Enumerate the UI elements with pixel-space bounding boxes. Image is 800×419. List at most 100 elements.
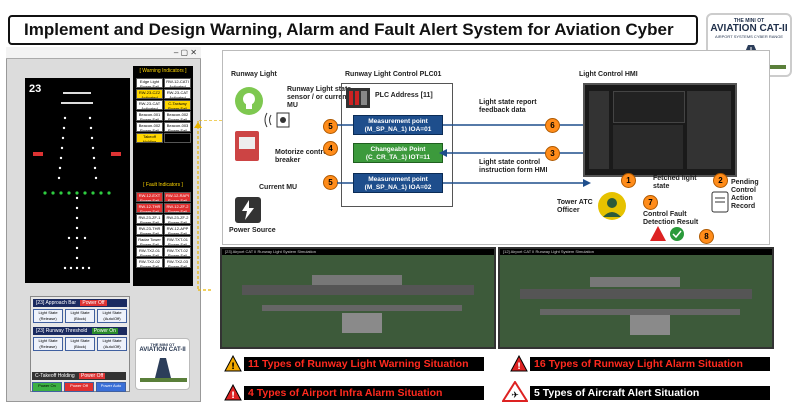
step-8-badge: 8 bbox=[699, 229, 714, 244]
threshold-release-button[interactable]: Light State (Release) bbox=[33, 337, 63, 351]
plc-title: Runway Light Control PLC01 bbox=[345, 71, 442, 78]
threshold-status: Power On bbox=[91, 328, 118, 334]
fault-indicator: RW-23-ZF-1 Power Fail bbox=[136, 214, 163, 224]
warning-triangle-icon: ! bbox=[224, 355, 242, 372]
hmi-title: Light Control HMI bbox=[579, 71, 638, 78]
approach-release-button[interactable]: Light State (Release) bbox=[33, 309, 63, 323]
warning-indicator: Beacon-002 Power Fail bbox=[136, 122, 163, 132]
runway-lights-graphic bbox=[33, 92, 121, 270]
fault-indicator: RW-TXT-02 Power Fail bbox=[164, 247, 191, 257]
pending-label: Pending Control Action Record bbox=[731, 179, 759, 210]
fault-indicators-header: [ Fault Indicators ] bbox=[143, 182, 183, 188]
right-map-caption: [12] Airport CAT II Runway Light System … bbox=[500, 249, 772, 255]
warning-indicator: Edge Light Power Fail bbox=[136, 78, 163, 88]
measurement-point-1: Measurement point (M_SP_NA_1) IOA=01 bbox=[353, 115, 443, 135]
hmi-panel-top bbox=[613, 91, 685, 123]
warning-indicator: Beacon-003 Power Fail bbox=[164, 122, 191, 132]
fault-indicator: RW-TX2-02 Power Fail bbox=[136, 258, 163, 268]
right-airport-map: [12] Airport CAT II Runway Light System … bbox=[498, 247, 774, 349]
logo-sub-text: AIRPORT SYSTEMS CYBER RANGE bbox=[714, 34, 784, 39]
page-title: Implement and Design Warning, Alarm and … bbox=[8, 15, 698, 65]
runway-light-label: Runway Light bbox=[231, 71, 277, 78]
warning-indicator: Beacon-002 Power Fail bbox=[164, 111, 191, 121]
fault-indicator: Radar Tower Power Fail bbox=[136, 236, 163, 246]
sensor-label: Runway Light state sensor / or current M… bbox=[287, 86, 352, 109]
fetched-label: Fetched light state bbox=[653, 175, 697, 190]
left-map-graphic bbox=[222, 255, 494, 347]
measurement-point-2: Measurement point (M_SP_NA_1) IOA=02 bbox=[353, 173, 443, 193]
fault-indicator: RW-TX2-01 Power Fail bbox=[136, 247, 163, 257]
svg-text:!: ! bbox=[231, 391, 235, 401]
plc-icon bbox=[346, 88, 370, 108]
fault-indicator: RW-TXT-01 Power Fail bbox=[164, 236, 191, 246]
breaker-icon bbox=[235, 131, 259, 161]
fault-detection-label: Control Fault Detection Result bbox=[643, 211, 699, 226]
power-source-icon bbox=[235, 197, 261, 223]
changeable-point: Changeable Point (C_CR_TA_1) IOT=11 bbox=[353, 143, 443, 163]
step-4-badge: 4 bbox=[323, 141, 338, 156]
step-3-badge: 3 bbox=[545, 146, 560, 161]
tower-label: Tower ATC Officer bbox=[557, 199, 593, 214]
approach-bar-header: [23] Approach Bar Power Off bbox=[33, 299, 127, 307]
warning-indicator: RW-23-CZ2 Activated bbox=[136, 89, 163, 99]
warning-indicator: RW-23-CAT Activated bbox=[136, 100, 163, 110]
power-source-label: Power Source bbox=[229, 227, 276, 234]
fault-indicator: RW-23-THR Power Fail bbox=[136, 225, 163, 235]
plc-address: PLC Address [11] bbox=[375, 92, 433, 99]
fault-indicator: RW-12-ZF-2 Power Fail bbox=[164, 203, 191, 213]
warning-indicator: C-Taxiway Power Fail bbox=[164, 100, 191, 110]
fault-indicator: RW-12-RAPI Power Fail bbox=[164, 192, 191, 202]
window-titlebar: – ▢ ✕ bbox=[6, 47, 201, 59]
fault-indicator: RW-23-ZF-2 Power Fail bbox=[164, 214, 191, 224]
power-auto-button[interactable]: Power Auto bbox=[96, 382, 126, 392]
hmi-panel-left bbox=[589, 91, 609, 169]
approach-auto-button[interactable]: Light State (Auto/Off) bbox=[97, 309, 127, 323]
step-2-badge: 2 bbox=[713, 173, 728, 188]
warning-indicator: Takeoff Holding bbox=[136, 133, 163, 143]
fault-indicator: RW-12-APP Power Fail bbox=[164, 225, 191, 235]
sensor-icon bbox=[264, 112, 290, 128]
approach-block-button[interactable]: Light State (Block) bbox=[65, 309, 95, 323]
connector-lines bbox=[194, 120, 222, 291]
hmi-panel-center bbox=[613, 125, 683, 169]
runway-warning-strip: 11 Types of Runway Light Warning Situati… bbox=[244, 357, 484, 371]
fault-indicator: RW-12-EXT Power Fail bbox=[136, 192, 163, 202]
small-logo: THE MINI OT AVIATION CAT-II bbox=[135, 338, 190, 390]
power-on-button[interactable]: Power On bbox=[32, 382, 62, 392]
infra-alarm-strip: 4 Types of Airport Infra Alarm Situation bbox=[244, 386, 484, 400]
step-7-badge: 7 bbox=[643, 195, 658, 210]
approach-bar-status: Power Off bbox=[80, 300, 107, 306]
left-airport-map: [23] Airport CAT II Runway Light System … bbox=[220, 247, 496, 349]
runway-alarm-strip: 16 Types of Runway Light Alarm Situation bbox=[530, 357, 770, 371]
alarm-triangle-icon: ! bbox=[510, 355, 528, 372]
warning-indicator bbox=[164, 133, 191, 143]
holding-controls: C-Takeoff Holding Power Off Power On Pow… bbox=[31, 372, 131, 394]
small-logo-top: THE MINI OT bbox=[150, 342, 175, 347]
current-mu-label: Current MU bbox=[259, 184, 298, 191]
svg-text:✈: ✈ bbox=[511, 391, 519, 401]
left-map-caption: [23] Airport CAT II Runway Light System … bbox=[222, 249, 494, 255]
threshold-block-button[interactable]: Light State (Block) bbox=[65, 337, 95, 351]
holding-label: C-Takeoff Holding bbox=[35, 373, 75, 379]
power-off-button[interactable]: Power Off bbox=[64, 382, 94, 392]
warning-indicator: RW-23-CAT Activated bbox=[164, 89, 191, 99]
warning-indicators-header: [ Warning Indicators ] bbox=[139, 68, 187, 74]
record-icon bbox=[711, 191, 729, 213]
fault-indicator: RW-TX2-03 Power Fail bbox=[164, 258, 191, 268]
step-6-badge: 6 bbox=[545, 118, 560, 133]
aircraft-alert-icon: ✈ bbox=[502, 381, 528, 402]
runway-number: 23 bbox=[29, 83, 42, 95]
threshold-label: [23] Runway Threshold bbox=[36, 328, 88, 334]
right-map-graphic bbox=[500, 255, 772, 347]
threshold-auto-button[interactable]: Light State (Auto/Off) bbox=[97, 337, 127, 351]
small-runway-logo-icon bbox=[140, 358, 187, 382]
atc-officer-icon bbox=[598, 192, 626, 220]
motorize-label: Motorize control breaker bbox=[275, 149, 330, 164]
hmi-panel-right bbox=[687, 91, 731, 169]
hmi-screenshot bbox=[583, 83, 737, 177]
window-controls-icon[interactable]: – ▢ ✕ bbox=[173, 48, 197, 57]
fault-indicator: RW-12-THR Power Fail bbox=[136, 203, 163, 213]
aircraft-alert-strip: 5 Types of Aircraft Alert Situation bbox=[530, 386, 770, 400]
